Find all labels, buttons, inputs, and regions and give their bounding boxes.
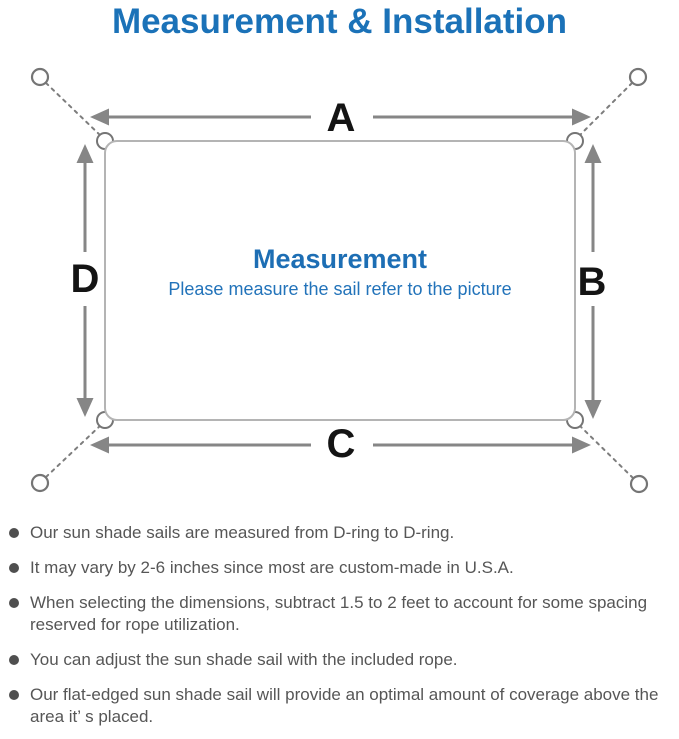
dimension-arrow-d	[76, 144, 94, 417]
arrow-a-head-right-icon	[572, 108, 591, 126]
arrow-c-head-left-icon	[90, 436, 109, 454]
anchor-ring-icon-top-left	[30, 67, 50, 87]
dimension-label-a: A	[326, 96, 356, 140]
arrow-b-head-bottom-icon	[584, 400, 602, 419]
anchor-ring-icon-bottom-right	[629, 474, 649, 494]
anchor-ring-icon-top-right	[628, 67, 648, 87]
bullet-icon	[9, 655, 19, 665]
diagram-center-title: Measurement	[252, 244, 428, 274]
anchor-ring-icon-bottom-left	[30, 473, 50, 493]
dimension-arrow-b	[584, 144, 602, 419]
note-text: When selecting the dimensions, subtract …	[30, 593, 648, 634]
sail-outline	[104, 140, 576, 421]
arrow-c-head-right-icon	[572, 436, 591, 454]
dimension-label-c: C	[326, 422, 356, 466]
rope-lines	[45, 82, 634, 479]
list-item: Our sun shade sails are measured from D-…	[8, 522, 673, 544]
dimension-arrow-c	[90, 436, 591, 454]
diagram-center-text: Measurement Please measure the sail refe…	[105, 243, 575, 301]
page-title: Measurement & Installation	[111, 2, 568, 41]
rope-line-top-right	[577, 82, 633, 138]
arrow-a-head-left-icon	[90, 108, 109, 126]
note-text: Our flat-edged sun shade sail will provi…	[30, 685, 659, 726]
rope-line-bottom-right	[577, 423, 634, 479]
list-item: When selecting the dimensions, subtract …	[8, 592, 673, 636]
rope-line-top-left	[45, 82, 103, 138]
note-text: It may vary by 2-6 inches since most are…	[30, 558, 514, 577]
notes-list: Our sun shade sails are measured from D-…	[8, 522, 673, 728]
list-item: It may vary by 2-6 inches since most are…	[8, 557, 673, 579]
bullet-icon	[9, 690, 19, 700]
arrow-d-head-top-icon	[76, 144, 94, 163]
arrow-d-head-bottom-icon	[76, 398, 94, 417]
dimension-arrow-a	[90, 108, 591, 126]
list-item: You can adjust the sun shade sail with t…	[8, 649, 673, 671]
bullet-icon	[9, 598, 19, 608]
diagram-center-subtitle: Please measure the sail refer to the pic…	[168, 279, 512, 299]
note-text: Our sun shade sails are measured from D-…	[30, 523, 455, 542]
note-text: You can adjust the sun shade sail with t…	[30, 650, 458, 669]
list-item: Our flat-edged sun shade sail will provi…	[8, 684, 673, 728]
bullet-icon	[9, 563, 19, 573]
dimension-label-b: B	[577, 260, 607, 304]
rope-line-bottom-left	[45, 423, 103, 478]
arrow-b-head-top-icon	[584, 144, 602, 163]
bullet-icon	[9, 528, 19, 538]
anchor-rings	[30, 67, 649, 494]
dimension-label-d: D	[70, 257, 100, 301]
